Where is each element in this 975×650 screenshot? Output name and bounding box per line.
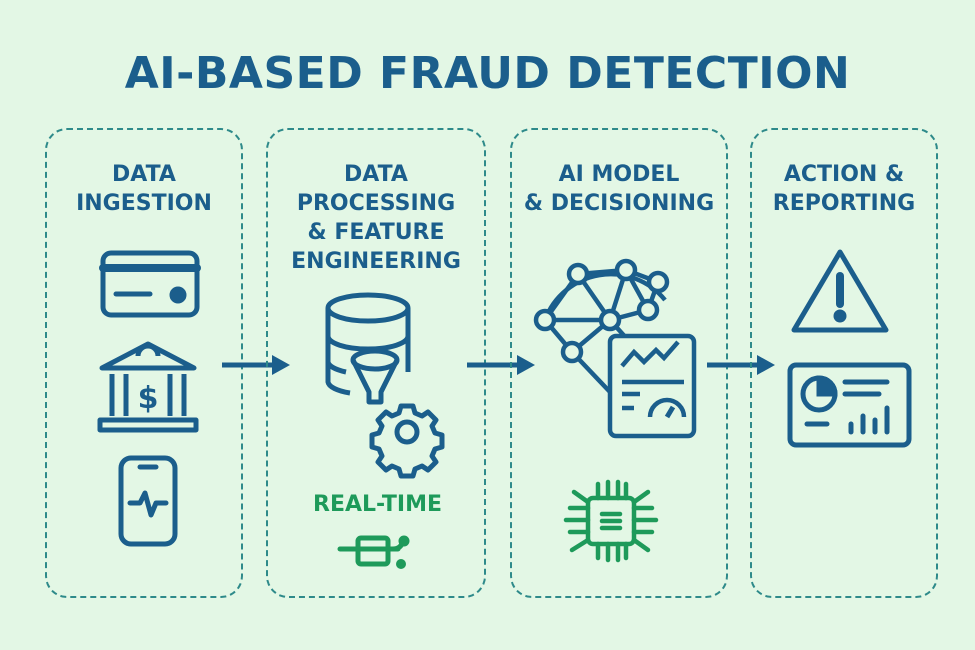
heading-line: & DECISIONING	[523, 191, 715, 216]
real-time-flow-icon	[337, 535, 410, 569]
credit-card-icon	[99, 250, 201, 318]
smartphone-icon	[118, 455, 178, 547]
stage-heading: DATA PROCESSING & FEATURE ENGINEERING	[268, 160, 484, 276]
stage-heading: ACTION & REPORTING	[752, 160, 936, 218]
arrow-right-icon	[222, 355, 290, 375]
heading-line: AI MODEL	[558, 162, 680, 187]
heading-line: ACTION &	[783, 162, 905, 187]
neural-network-icon	[533, 258, 697, 439]
heading-line: INGESTION	[76, 191, 212, 216]
bank-icon: $	[97, 341, 199, 433]
stage-heading: AI MODEL & DECISIONING	[512, 160, 726, 218]
heading-line: REPORTING	[772, 191, 916, 216]
heading-line: DATA	[112, 162, 176, 187]
heading-line: PROCESSING	[296, 191, 456, 216]
diagram-title: AI-BASED FRAUD DETECTION	[124, 48, 851, 99]
stage-heading: DATA INGESTION	[47, 160, 241, 218]
heading-line: ENGINEERING	[291, 249, 461, 274]
real-time-label: REAL-TIME	[313, 492, 443, 517]
svg-text:$: $	[138, 381, 159, 416]
heading-line: DATA	[344, 162, 408, 187]
database-filter-gear-icon	[325, 292, 445, 479]
warning-icon	[791, 249, 889, 333]
stage-action-reporting: ACTION & REPORTING	[750, 128, 938, 598]
ai-chip-icon	[563, 479, 659, 563]
heading-line: & FEATURE	[307, 220, 445, 245]
report-dashboard-icon	[787, 362, 912, 448]
